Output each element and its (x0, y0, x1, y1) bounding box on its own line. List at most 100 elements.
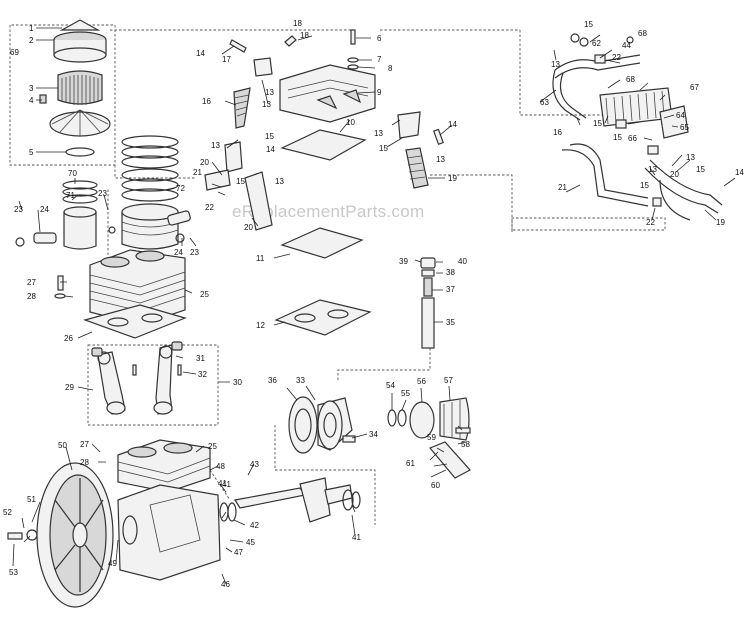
callout-12: 12 (256, 321, 265, 330)
callout-53: 53 (9, 568, 18, 577)
callout-5: 5 (29, 148, 34, 157)
callout-50: 50 (58, 441, 67, 450)
callout-47: 47 (234, 548, 243, 557)
callout-25: 25 (200, 290, 209, 299)
callout-72: 72 (176, 184, 185, 193)
intercooler-tube-and-fittings (420, 257, 436, 349)
callout-31: 31 (196, 354, 205, 363)
callout-30: 30 (233, 378, 242, 387)
callout-23-c: 23 (190, 248, 199, 257)
callout-59: 59 (427, 433, 436, 442)
valves-and-fittings (204, 29, 444, 231)
callout-65: 65 (680, 123, 689, 132)
callout-43: 43 (250, 460, 259, 469)
callout-13-e: 13 (374, 129, 383, 138)
callout-56: 56 (417, 377, 426, 386)
callout-16-b: 16 (553, 128, 562, 137)
callout-labels: 1 2 3 4 5 6 7 8 9 10 11 12 13 14 15 16 1… (3, 19, 744, 589)
callout-13-d: 13 (275, 177, 284, 186)
callout-14-c: 14 (448, 120, 457, 129)
callout-13-c: 13 (211, 141, 220, 150)
callout-58: 58 (461, 440, 470, 449)
callout-16: 16 (202, 97, 211, 106)
callout-69: 69 (10, 48, 19, 57)
callout-7: 7 (377, 55, 382, 64)
callout-10: 10 (346, 118, 355, 127)
callout-66: 66 (628, 134, 637, 143)
callout-15-c: 15 (379, 144, 388, 153)
callout-18: 18 (300, 31, 309, 40)
bearing-carrier (288, 396, 356, 454)
callout-54: 54 (386, 381, 395, 390)
callout-28: 28 (27, 292, 36, 301)
callout-36: 36 (268, 376, 277, 385)
callout-44: 44 (622, 41, 631, 50)
callout-71: 71 (66, 191, 75, 200)
intercooler-and-pipes (552, 33, 723, 221)
callout-20: 20 (200, 158, 209, 167)
callout-15-b: 15 (236, 177, 245, 186)
callout-48: 48 (216, 462, 225, 471)
callout-41: 41 (222, 480, 231, 489)
callout-21: 21 (193, 168, 202, 177)
callout-25-b: 25 (208, 442, 217, 451)
callout-70: 70 (68, 169, 77, 178)
callout-33: 33 (296, 376, 305, 385)
callout-13-b: 13 (265, 88, 274, 97)
callout-37: 37 (446, 285, 455, 294)
callout-61: 61 (406, 459, 415, 468)
callout-62: 62 (592, 39, 601, 48)
callout-34: 34 (369, 430, 378, 439)
callout-15-d: 15 (584, 20, 593, 29)
callout-23: 23 (14, 205, 23, 214)
callout-32: 32 (198, 370, 207, 379)
callout-38: 38 (446, 268, 455, 277)
callout-23-b: 23 (98, 189, 107, 198)
callout-55: 55 (401, 389, 410, 398)
callout-8: 8 (388, 64, 393, 73)
connecting-rods (87, 341, 219, 426)
callout-6: 6 (377, 34, 382, 43)
callout-49: 49 (108, 559, 117, 568)
callout-26: 26 (64, 334, 73, 343)
callout-45: 45 (246, 538, 255, 547)
callout-15-g: 15 (640, 181, 649, 190)
callout-1: 1 (29, 24, 34, 33)
callout-15-f: 15 (613, 133, 622, 142)
callout-28-b: 28 (80, 458, 89, 467)
callout-13-g: 13 (551, 60, 560, 69)
callout-15-h: 15 (696, 165, 705, 174)
callout-14-d: 14 (735, 168, 744, 177)
callout-19: 19 (448, 174, 457, 183)
callout-13-h: 13 (648, 165, 657, 174)
callout-20-c: 20 (670, 170, 679, 179)
callout-13-i: 13 (686, 153, 695, 162)
callout-13-f: 13 (436, 155, 445, 164)
callout-24-b: 24 (40, 205, 49, 214)
cylinder-block (54, 249, 187, 339)
crankcase-and-flywheel (7, 439, 221, 608)
callout-68-b: 68 (626, 75, 635, 84)
callout-42: 42 (250, 521, 259, 530)
callout-4: 4 (29, 96, 34, 105)
callout-67: 67 (690, 83, 699, 92)
callout-11: 11 (256, 254, 265, 263)
watermark: eReplacementParts.com (232, 202, 424, 221)
callout-60: 60 (431, 481, 440, 490)
callout-18-b: 18 (293, 19, 302, 28)
callout-21-b: 21 (558, 183, 567, 192)
callout-17: 17 (222, 55, 231, 64)
callout-68: 68 (638, 29, 647, 38)
callout-13: 13 (262, 100, 271, 109)
callout-39: 39 (399, 257, 408, 266)
callout-51: 51 (27, 495, 36, 504)
crankshaft (219, 477, 361, 523)
callout-35: 35 (446, 318, 455, 327)
callout-57: 57 (444, 376, 453, 385)
callout-15: 15 (265, 132, 274, 141)
callout-52: 52 (3, 508, 12, 517)
callout-19-b: 19 (716, 218, 725, 227)
callout-64: 64 (676, 111, 685, 120)
